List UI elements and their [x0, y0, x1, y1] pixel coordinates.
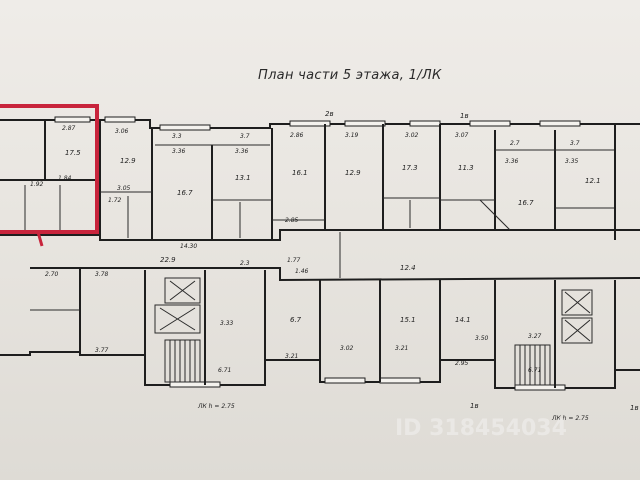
svg-text:3.33: 3.33 [220, 320, 234, 327]
svg-text:14.1: 14.1 [455, 316, 471, 324]
svg-text:14.30: 14.30 [180, 243, 197, 250]
highlight-tick [36, 231, 44, 247]
svg-text:17.3: 17.3 [402, 164, 418, 172]
svg-text:1.92: 1.92 [30, 181, 44, 188]
svg-text:12.9: 12.9 [345, 169, 361, 177]
svg-text:3.27: 3.27 [528, 333, 542, 340]
svg-text:1.46: 1.46 [295, 268, 309, 275]
staircases [159, 280, 591, 386]
svg-text:3.50: 3.50 [475, 335, 489, 342]
svg-text:22.9: 22.9 [160, 256, 176, 264]
svg-text:16.1: 16.1 [292, 169, 308, 177]
watermark: ID 318454034 [395, 416, 567, 441]
svg-text:2.85: 2.85 [285, 217, 299, 224]
svg-text:16.7: 16.7 [177, 189, 193, 197]
svg-text:3.36: 3.36 [235, 148, 249, 155]
svg-text:2.86: 2.86 [290, 132, 304, 139]
svg-text:2.87: 2.87 [62, 125, 76, 132]
svg-text:3.7: 3.7 [570, 140, 580, 147]
svg-text:3.7: 3.7 [240, 133, 250, 140]
axis-marks: 2в 1в 1в 1в [325, 110, 639, 412]
svg-text:3.3: 3.3 [172, 133, 182, 140]
svg-text:6.71: 6.71 [218, 367, 231, 374]
svg-text:2.70: 2.70 [45, 271, 59, 278]
windows [54, 116, 581, 391]
stair-note-right: ЛК h = 2.75 [551, 415, 589, 422]
svg-text:6.7: 6.7 [290, 316, 302, 324]
svg-text:3.21: 3.21 [395, 345, 408, 352]
svg-text:16.7: 16.7 [518, 199, 534, 207]
svg-text:3.06: 3.06 [115, 128, 129, 135]
svg-text:1в: 1в [470, 402, 479, 410]
stair-note-left: ЛК h = 2.75 [197, 403, 235, 410]
svg-text:6.71: 6.71 [528, 367, 541, 374]
svg-text:1в: 1в [630, 404, 639, 412]
svg-text:3.02: 3.02 [340, 345, 354, 352]
svg-text:12.4: 12.4 [400, 264, 416, 272]
svg-text:3.07: 3.07 [455, 132, 469, 139]
room-partitions [0, 120, 616, 388]
svg-text:2.7: 2.7 [510, 140, 520, 147]
svg-text:3.19: 3.19 [345, 132, 359, 139]
plan-title: План части 5 этажа, 1/ЛК [258, 68, 442, 83]
svg-text:3.77: 3.77 [95, 347, 109, 354]
svg-text:2.3: 2.3 [240, 260, 250, 267]
svg-text:3.05: 3.05 [117, 185, 131, 192]
dimension-labels: 2.87 3.06 3.3 3.7 3.36 3.36 2.86 3.19 3.… [30, 125, 601, 374]
svg-text:13.1: 13.1 [235, 174, 251, 182]
svg-text:3.35: 3.35 [565, 158, 579, 165]
svg-text:2.95: 2.95 [455, 360, 469, 367]
svg-text:1.84: 1.84 [58, 175, 72, 182]
svg-text:1.77: 1.77 [287, 257, 301, 264]
svg-text:2в: 2в [325, 110, 334, 118]
svg-text:3.78: 3.78 [95, 271, 109, 278]
svg-text:3.36: 3.36 [505, 158, 519, 165]
svg-text:11.3: 11.3 [458, 164, 474, 172]
highlighted-apartment-outline [0, 104, 99, 234]
svg-text:3.36: 3.36 [172, 148, 186, 155]
svg-text:12.1: 12.1 [585, 177, 601, 185]
svg-text:1в: 1в [460, 112, 469, 120]
svg-text:12.9: 12.9 [120, 157, 136, 165]
svg-text:1.72: 1.72 [108, 197, 122, 204]
svg-text:3.02: 3.02 [405, 132, 419, 139]
svg-text:3.21: 3.21 [285, 353, 298, 360]
svg-text:15.1: 15.1 [400, 316, 416, 324]
svg-text:17.5: 17.5 [65, 149, 81, 157]
corridor-walls [0, 229, 640, 282]
